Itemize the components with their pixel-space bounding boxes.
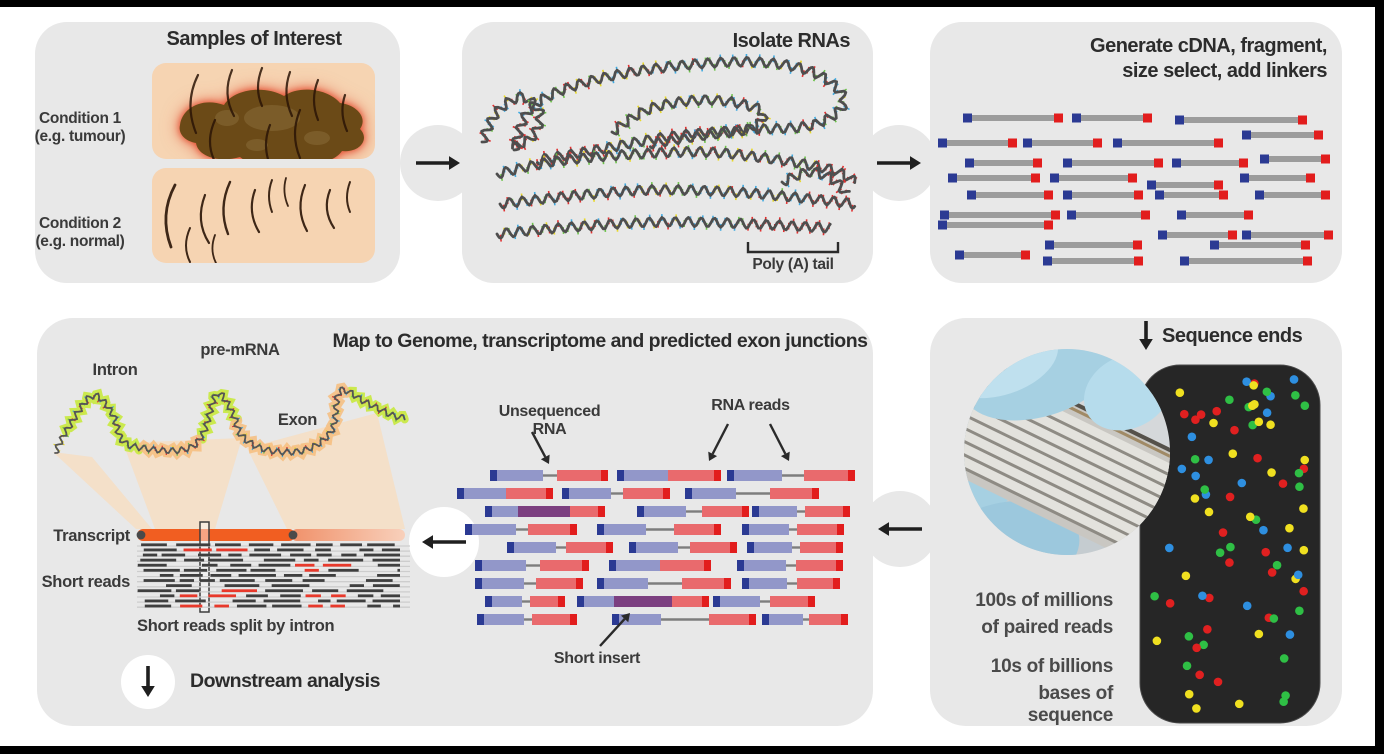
frame-top	[0, 0, 1384, 7]
split-by-intron-label: Short reads split by intron	[137, 617, 335, 635]
stat-line-2: of paired reads	[981, 617, 1113, 638]
panel-generate-cdna	[930, 22, 1342, 283]
panel-isolate-rna	[462, 22, 873, 283]
frame-right	[1375, 0, 1384, 754]
stat-line-3: 10s of billions	[990, 656, 1114, 677]
normal-tissue-image	[152, 168, 375, 263]
samples-panel-title: Samples of Interest	[166, 28, 342, 50]
unsequenced-rna-label: Unsequenced RNA	[498, 403, 601, 439]
stat-line-4: bases of sequence	[1027, 683, 1114, 726]
poly-a-tail-label: Poly (A) tail	[752, 256, 834, 273]
short-reads-label: Short reads	[41, 573, 131, 591]
condition1-sublabel: (e.g. tumour)	[34, 128, 126, 145]
stat-line-1: 100s of millions	[975, 590, 1113, 611]
short-insert-label: Short insert	[553, 650, 641, 667]
condition1-label: Condition 1	[39, 110, 121, 127]
pre-mrna-label: pre-mRNA	[200, 341, 280, 359]
intron-label: Intron	[92, 361, 138, 379]
transcript-label: Transcript	[53, 527, 130, 545]
step-arrow-circle-2	[861, 125, 937, 201]
condition2-label: Condition 2	[39, 215, 121, 232]
sequence-ends-title: Sequence ends	[1162, 325, 1303, 347]
tumour-tissue-image	[152, 63, 375, 159]
frame-bottom	[0, 746, 1384, 754]
rna-reads-label: RNA reads	[711, 397, 790, 414]
step-arrow-circle-4	[409, 507, 479, 577]
exon-label: Exon	[277, 411, 318, 429]
map-panel-title: Map to Genome, transcriptome and predict…	[332, 330, 868, 352]
downstream-analysis-label: Downstream analysis	[190, 670, 380, 692]
downstream-arrow-circle	[121, 655, 175, 709]
isolate-panel-title: Isolate RNAs	[732, 30, 851, 52]
cdna-panel-title-line2: size select, add linkers	[1122, 60, 1327, 82]
step-arrow-circle-3	[862, 491, 938, 567]
cdna-panel-title-line1: Generate cDNA, fragment,	[1090, 35, 1327, 57]
step-arrow-circle-1	[400, 125, 476, 201]
condition2-sublabel: (e.g. normal)	[35, 233, 125, 250]
